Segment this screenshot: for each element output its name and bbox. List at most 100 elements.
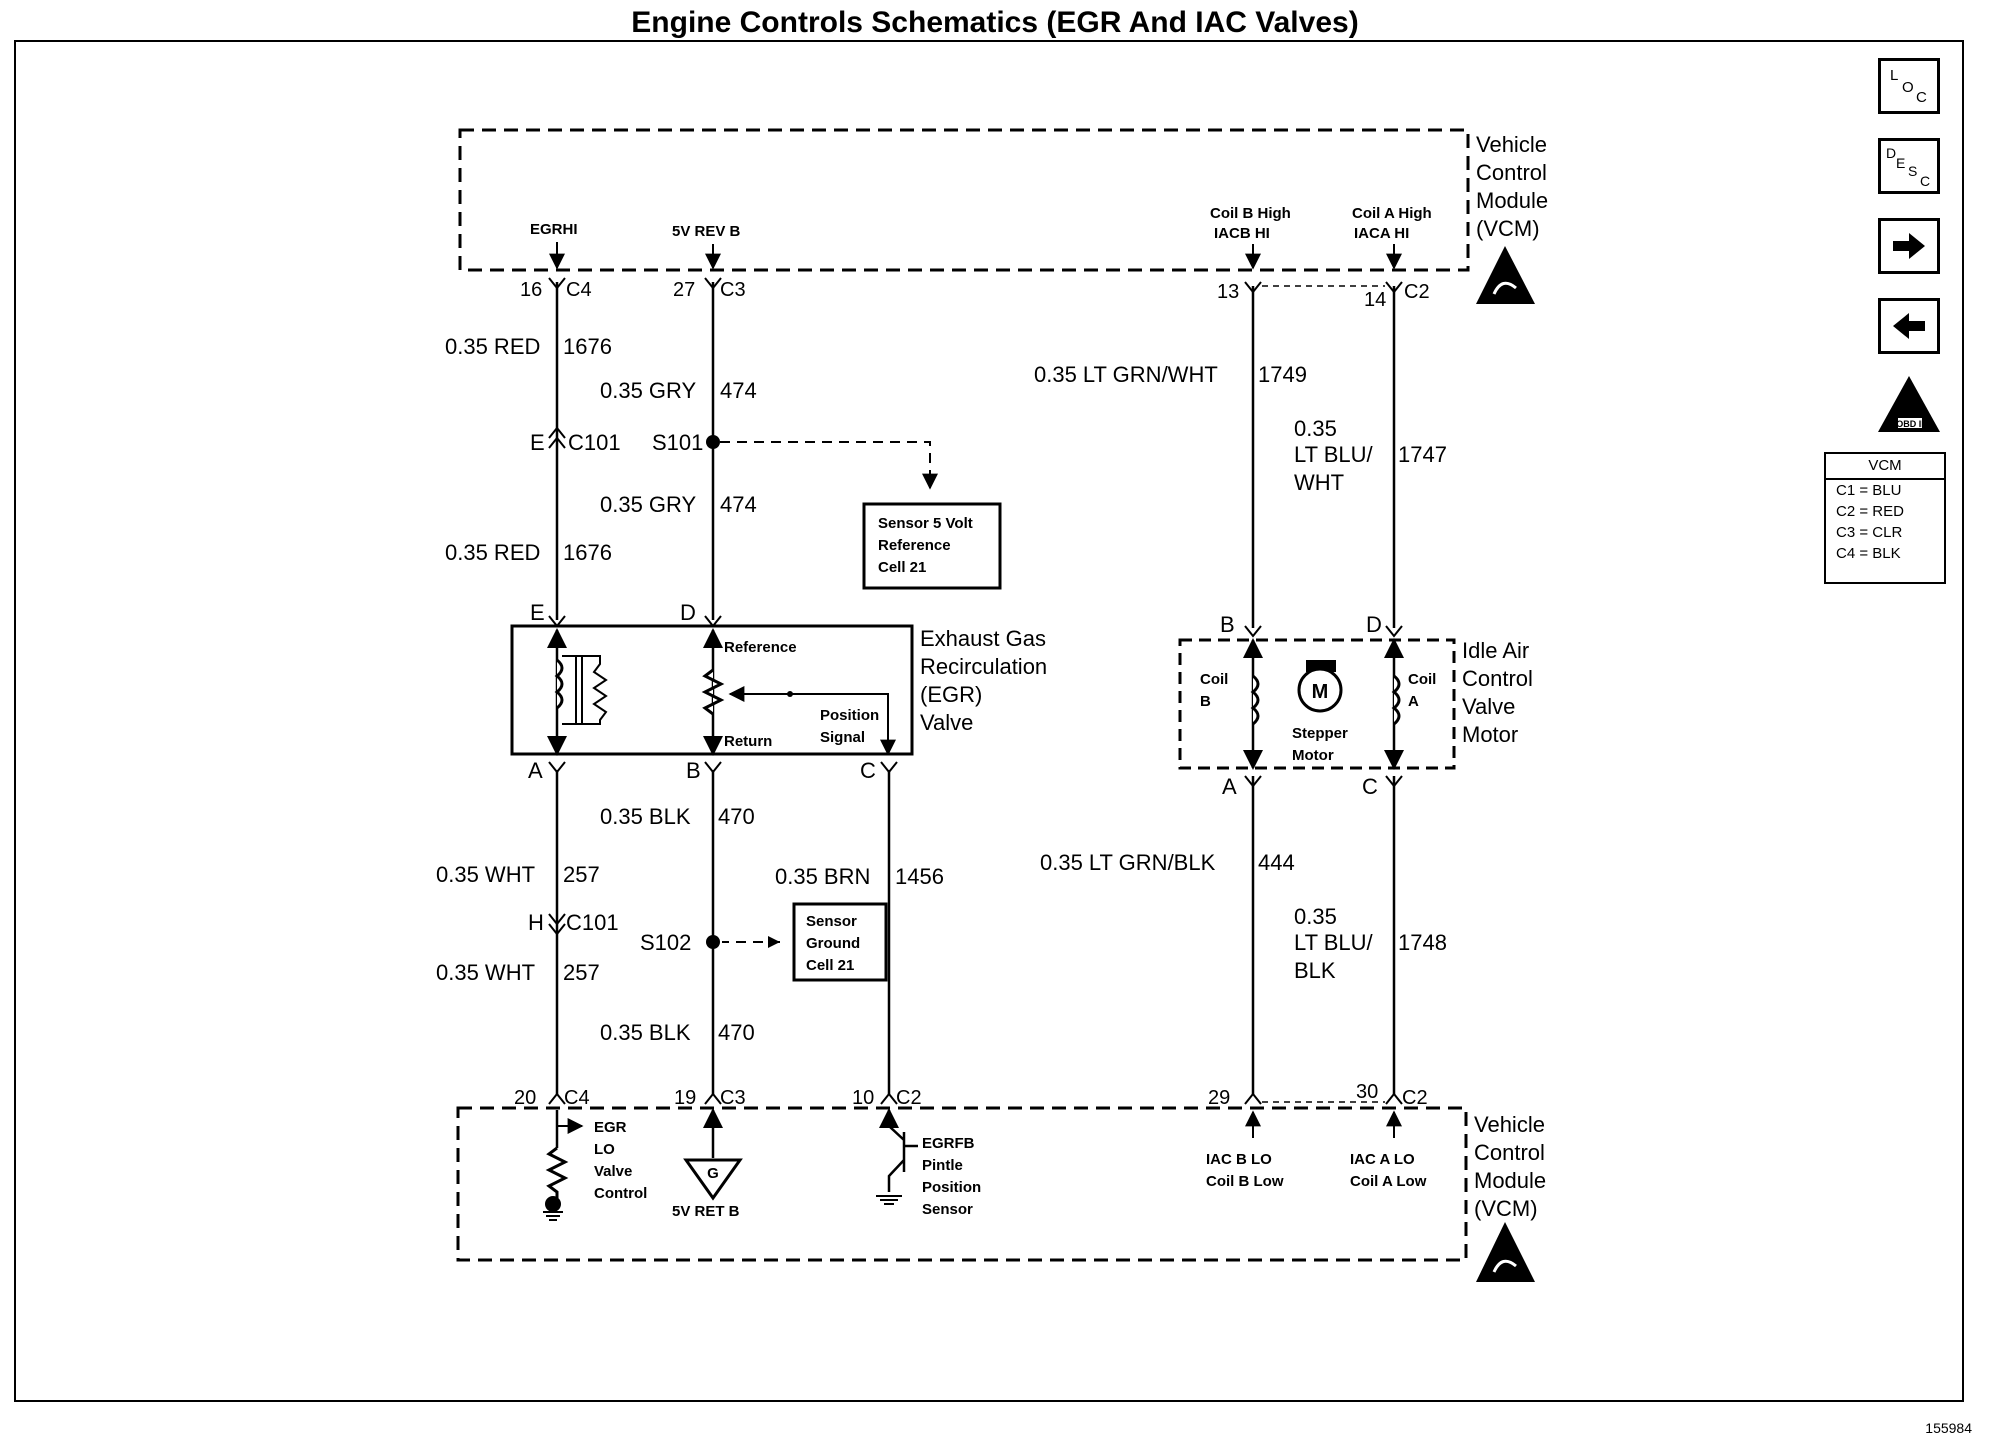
svg-text:B: B — [1200, 693, 1211, 710]
svg-text:0.35 WHT: 0.35 WHT — [436, 960, 535, 985]
svg-text:Vehicle: Vehicle — [1476, 132, 1547, 157]
svg-text:C: C — [1362, 774, 1378, 799]
svg-text:A: A — [528, 758, 543, 783]
svg-text:Motor: Motor — [1292, 747, 1334, 764]
svg-text:B: B — [686, 758, 701, 783]
svg-text:IAC A LO: IAC A LO — [1350, 1151, 1415, 1168]
connector-c101-lower: H C101 — [528, 910, 619, 936]
vcm-top-label: Vehicle Control Module (VCM) — [1476, 132, 1548, 241]
vcm-bottom-label: Vehicle Control Module (VCM) — [1474, 1112, 1546, 1221]
svg-text:S101: S101 — [652, 430, 703, 455]
svg-text:C2: C2 — [1404, 281, 1430, 303]
svg-text:1747: 1747 — [1398, 442, 1447, 467]
svg-text:Control: Control — [1474, 1140, 1545, 1165]
obd-ii-button[interactable]: OBD II — [1876, 374, 1942, 434]
top-pin-labels: 16 C4 27 C3 13 14 C2 — [520, 279, 1430, 311]
svg-text:D: D — [1366, 612, 1382, 637]
svg-text:0.35 GRY: 0.35 GRY — [600, 492, 697, 517]
bottom-connector-forks — [548, 1092, 1403, 1105]
svg-text:Sensor: Sensor — [806, 913, 857, 930]
svg-text:444: 444 — [1258, 850, 1295, 875]
wires — [555, 282, 1396, 1094]
svg-text:Cell 21: Cell 21 — [806, 957, 854, 974]
svg-text:IAC B LO: IAC B LO — [1206, 1151, 1272, 1168]
svg-text:(EGR): (EGR) — [920, 682, 982, 707]
previous-button[interactable] — [1878, 298, 1940, 354]
svg-text:Exhaust Gas: Exhaust Gas — [920, 626, 1046, 651]
svg-text:Reference: Reference — [878, 537, 951, 554]
splice-s102: S102 — [640, 930, 780, 955]
svg-text:Cell 21: Cell 21 — [878, 559, 926, 576]
legend-row: C2 = RED — [1836, 503, 1904, 520]
sensor-ground-symbol: G 5V RET B — [672, 1108, 743, 1220]
legend-row: C1 = BLU — [1836, 482, 1902, 499]
svg-text:Return: Return — [724, 733, 772, 750]
svg-text:Ground: Ground — [806, 935, 860, 952]
top-signal-arrows — [549, 242, 1402, 270]
svg-text:B: B — [1220, 612, 1235, 637]
svg-text:Sensor 5 Volt: Sensor 5 Volt — [878, 515, 973, 532]
svg-text:C2: C2 — [896, 1087, 922, 1109]
svg-text:257: 257 — [563, 862, 600, 887]
svg-text:A: A — [1408, 693, 1419, 710]
svg-text:19: 19 — [674, 1087, 696, 1109]
diagram-frame — [14, 40, 1964, 1402]
bottom-pin-labels: 20 C4 19 C3 10 C2 29 30 C2 — [514, 1081, 1428, 1109]
svg-text:474: 474 — [720, 378, 757, 403]
svg-text:C: C — [860, 758, 876, 783]
loc-letter-o: O — [1902, 79, 1914, 96]
left-arrow-icon — [1893, 313, 1925, 339]
svg-text:C3: C3 — [720, 1087, 746, 1109]
splice-s101: S101 — [652, 430, 938, 490]
svg-text:Control: Control — [594, 1185, 647, 1202]
legend-row: C4 = BLK — [1836, 545, 1901, 562]
egr-valve-label: Exhaust Gas Recirculation (EGR) Valve — [920, 626, 1047, 735]
svg-text:Reference: Reference — [724, 639, 797, 656]
svg-text:0.35 RED: 0.35 RED — [445, 540, 540, 565]
svg-text:(VCM): (VCM) — [1476, 216, 1540, 241]
svg-text:0.35 RED: 0.35 RED — [445, 334, 540, 359]
svg-text:Position: Position — [820, 707, 879, 724]
svg-text:5V RET B: 5V RET B — [672, 1203, 740, 1220]
svg-text:27: 27 — [673, 279, 695, 301]
svg-text:5V REV B: 5V REV B — [672, 223, 741, 240]
svg-text:Coil A High: Coil A High — [1352, 205, 1432, 222]
svg-text:20: 20 — [514, 1087, 536, 1109]
svg-text:1676: 1676 — [563, 540, 612, 565]
svg-text:Valve: Valve — [1462, 694, 1515, 719]
svg-text:474: 474 — [720, 492, 757, 517]
vcm-bottom-box — [456, 1106, 1468, 1262]
svg-text:BLK: BLK — [1294, 958, 1336, 983]
svg-text:Coil A Low: Coil A Low — [1350, 1173, 1427, 1190]
svg-text:470: 470 — [718, 804, 755, 829]
wire-labels-lower: 0.35 BLK 470 0.35 WHT 257 0.35 WHT 257 0… — [436, 804, 1447, 1045]
svg-text:Control: Control — [1476, 160, 1547, 185]
svg-text:S102: S102 — [640, 930, 691, 955]
desc-button[interactable]: D E S C — [1878, 138, 1940, 194]
desc-icon: D E S C — [1886, 145, 1930, 188]
svg-text:IACB HI: IACB HI — [1214, 225, 1270, 242]
wire-labels-upper-right: 0.35 LT GRN/WHT 1749 0.35 LT BLU/ WHT 17… — [1034, 362, 1447, 495]
svg-text:0.35 BLK: 0.35 BLK — [600, 804, 691, 829]
svg-text:0.35: 0.35 — [1294, 904, 1337, 929]
egr-lo-driver: EGR LO Valve Control — [543, 1110, 647, 1221]
svg-text:C2: C2 — [1402, 1087, 1428, 1109]
svg-text:1676: 1676 — [563, 334, 612, 359]
svg-text:H: H — [528, 910, 544, 935]
svg-text:10: 10 — [852, 1087, 874, 1109]
svg-text:Stepper: Stepper — [1292, 725, 1348, 742]
svg-text:LT BLU/: LT BLU/ — [1294, 930, 1374, 955]
svg-text:A: A — [1222, 774, 1237, 799]
svg-text:Position: Position — [922, 1179, 981, 1196]
legend-header: VCM — [1826, 454, 1944, 480]
svg-text:Coil: Coil — [1408, 671, 1436, 688]
sensor-5v-reference-box: Sensor 5 Volt Reference Cell 21 — [862, 502, 1002, 590]
svg-text:IACA HI: IACA HI — [1354, 225, 1409, 242]
svg-text:C4: C4 — [566, 279, 592, 301]
desc-letter-e: E — [1896, 155, 1905, 171]
obd-ii-icon: OBD II — [1878, 376, 1940, 432]
next-button[interactable] — [1878, 218, 1940, 274]
svg-text:Recirculation: Recirculation — [920, 654, 1047, 679]
loc-button[interactable]: L O C — [1878, 58, 1940, 114]
